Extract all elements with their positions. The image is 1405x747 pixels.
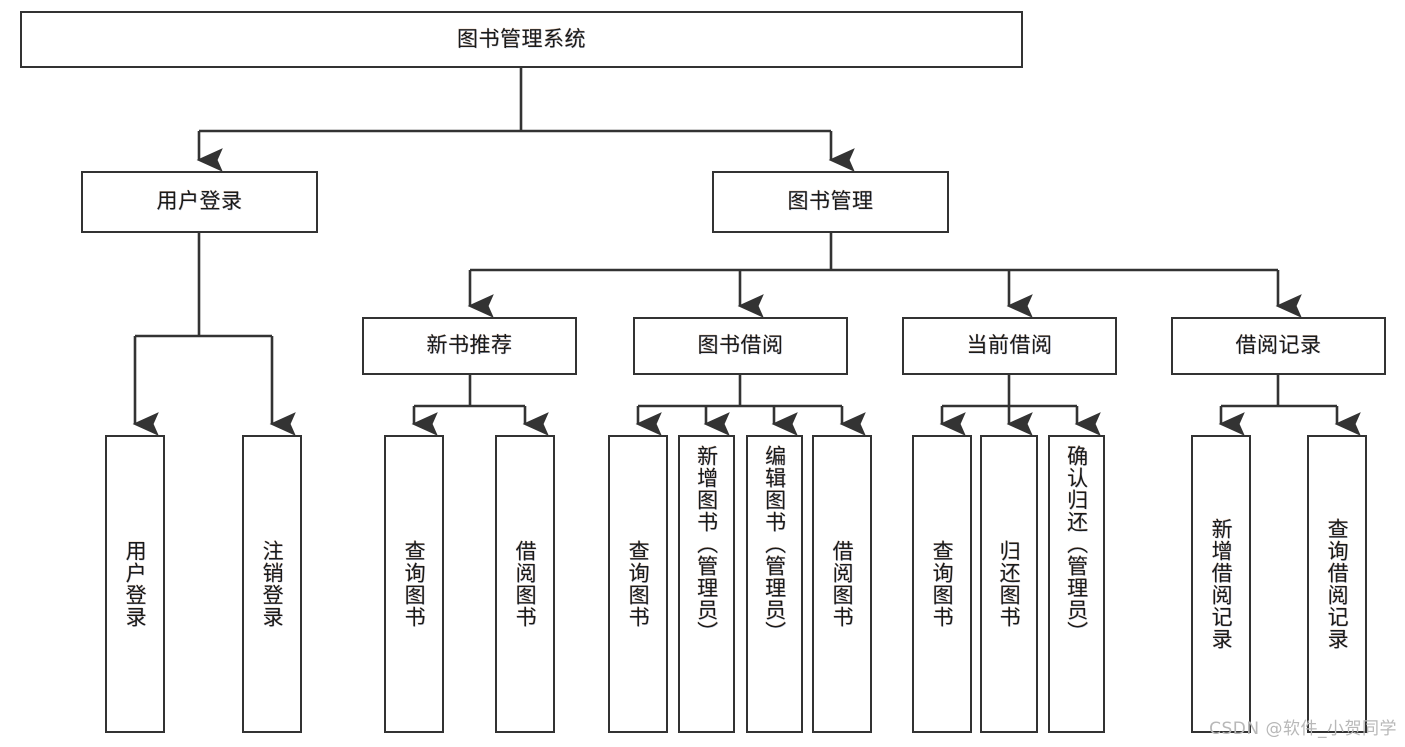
node-book-management[interactable]: 图书管理: [712, 171, 949, 233]
node-borrow-record[interactable]: 借阅记录: [1171, 317, 1386, 375]
leaf-current-borrow-return-book[interactable]: 归还图书: [980, 435, 1038, 733]
leaf-book-borrow-add-book-admin[interactable]: 新增图书（管理员）: [678, 435, 735, 733]
leaf-current-borrow-confirm-return-admin[interactable]: 确认归还（管理员）: [1048, 435, 1105, 733]
watermark-text: CSDN @软件_小贺同学: [1209, 719, 1397, 739]
node-label: 确认归还（管理员）: [1064, 445, 1089, 643]
leaf-user-login[interactable]: 用户登录: [105, 435, 165, 733]
node-label: 查询借阅记录: [1325, 518, 1350, 650]
node-label: 当前借阅: [966, 333, 1053, 358]
node-label: 图书管理: [787, 189, 874, 214]
node-label: 借阅记录: [1235, 333, 1322, 358]
node-label: 查询图书: [402, 540, 427, 628]
node-label: 用户登录: [123, 540, 148, 628]
leaf-current-borrow-query-book[interactable]: 查询图书: [912, 435, 972, 733]
leaf-book-borrow-borrow-book[interactable]: 借阅图书: [812, 435, 872, 733]
node-label: 编辑图书（管理员）: [762, 445, 787, 643]
node-label: 新增图书（管理员）: [694, 445, 719, 643]
leaf-book-borrow-query-book[interactable]: 查询图书: [608, 435, 668, 733]
node-label: 查询图书: [626, 540, 651, 628]
node-label: 借阅图书: [830, 540, 855, 628]
leaf-borrow-record-add-record[interactable]: 新增借阅记录: [1191, 435, 1251, 733]
node-label: 借阅图书: [513, 540, 538, 628]
node-label: 图书管理系统: [457, 26, 586, 51]
node-label: 注销登录: [260, 540, 285, 628]
leaf-borrow-record-query-record[interactable]: 查询借阅记录: [1307, 435, 1367, 733]
leaf-new-book-query-book[interactable]: 查询图书: [384, 435, 444, 733]
node-label: 归还图书: [997, 540, 1022, 628]
leaf-book-borrow-edit-book-admin[interactable]: 编辑图书（管理员）: [746, 435, 803, 733]
node-root-book-management-system[interactable]: 图书管理系统: [20, 11, 1023, 68]
node-label: 新增借阅记录: [1209, 518, 1234, 650]
node-label: 新书推荐: [426, 333, 513, 358]
node-book-borrow[interactable]: 图书借阅: [633, 317, 848, 375]
node-label: 用户登录: [156, 189, 243, 214]
node-new-book-recommend[interactable]: 新书推荐: [362, 317, 577, 375]
node-label: 图书借阅: [697, 333, 784, 358]
leaf-logout[interactable]: 注销登录: [242, 435, 302, 733]
node-label: 查询图书: [930, 540, 955, 628]
node-current-borrow[interactable]: 当前借阅: [902, 317, 1117, 375]
node-user-login[interactable]: 用户登录: [81, 171, 318, 233]
leaf-new-book-borrow-book[interactable]: 借阅图书: [495, 435, 555, 733]
